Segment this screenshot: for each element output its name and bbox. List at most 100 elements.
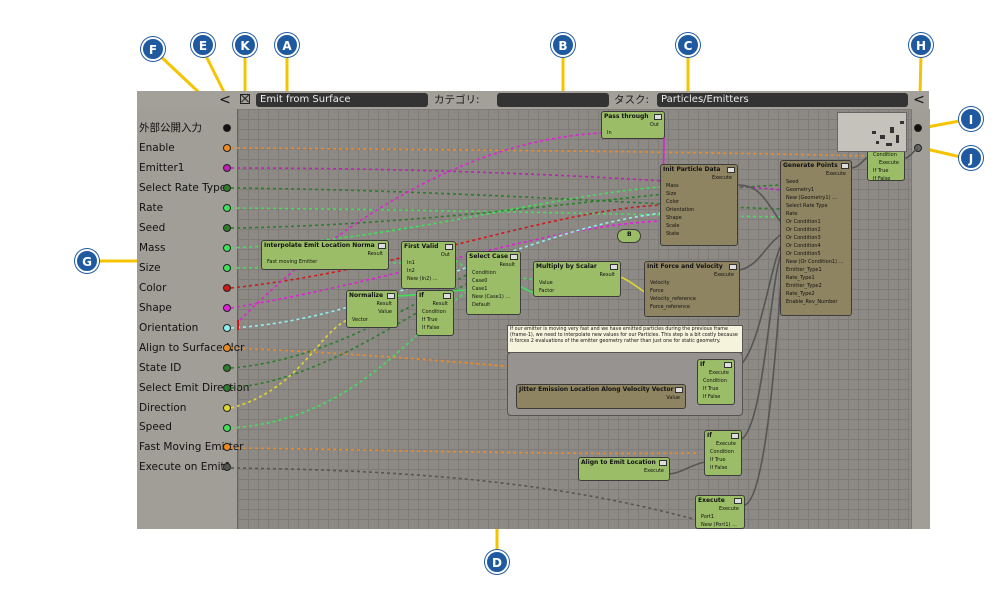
node-pin[interactable]: Execute	[714, 272, 734, 278]
node-interpolate-emit-location[interactable]: Interpolate Emit Location Norma Result F…	[261, 240, 389, 270]
node-pin[interactable]: Condition	[422, 309, 446, 315]
node-init-force-velocity[interactable]: Init Force and Velocity Execute Velocity…	[644, 261, 740, 317]
node-pin[interactable]: Case0	[472, 278, 488, 284]
node-pin[interactable]: Default	[472, 302, 491, 308]
node-pin[interactable]: Execute	[879, 160, 899, 166]
node-pin[interactable]: In2	[407, 268, 415, 274]
node-pin[interactable]: Emitter_Type2	[786, 283, 822, 289]
node-pin[interactable]: Mass	[666, 183, 679, 189]
category-field[interactable]	[497, 93, 609, 107]
node-pin[interactable]: Value	[666, 395, 680, 401]
navigation-minimap[interactable]	[837, 112, 907, 152]
node-pin[interactable]: Execute	[709, 370, 729, 376]
node-pin[interactable]: Out	[649, 122, 659, 128]
input-port-dot[interactable]	[223, 224, 231, 232]
node-pin[interactable]: Condition	[873, 152, 897, 158]
node-pin[interactable]: Fast moving Emitter	[267, 259, 318, 265]
node-menu-icon[interactable]	[659, 460, 667, 466]
node-pin[interactable]: Seed	[786, 179, 799, 185]
node-pin[interactable]: Execute	[716, 441, 736, 447]
node-pin[interactable]: If False	[422, 325, 440, 331]
node-pin[interactable]: If True	[710, 457, 726, 463]
node-menu-icon[interactable]	[729, 264, 737, 270]
compound-name-field[interactable]: Emit from Surface	[256, 93, 428, 107]
node-pin[interactable]: Velocity_reference	[650, 296, 696, 302]
node-normalize[interactable]: Normalize Result Value Vector	[346, 290, 398, 328]
input-port-dot[interactable]	[223, 384, 231, 392]
node-if-mid[interactable]: If Result Condition If True If False	[416, 290, 454, 336]
node-pin[interactable]: Or Condition1	[786, 219, 821, 225]
node-menu-icon[interactable]	[724, 362, 732, 368]
node-pass-through[interactable]: Pass through Out In	[601, 111, 665, 139]
input-port-dot[interactable]	[223, 443, 231, 451]
close-icon[interactable]	[240, 94, 250, 104]
input-port-dot[interactable]	[223, 204, 231, 212]
node-align-to-emit-location[interactable]: Align to Emit Location Execute	[578, 457, 670, 481]
node-pin[interactable]: Out	[440, 252, 450, 258]
node-pin[interactable]: Geometry1	[786, 187, 815, 193]
node-pin[interactable]: Or Condition4	[786, 243, 821, 249]
input-port-dot[interactable]	[223, 344, 231, 352]
node-pin[interactable]: Rate_Type2	[786, 291, 815, 297]
node-pin[interactable]: Execute	[644, 468, 664, 474]
node-pin[interactable]: Execute	[712, 175, 732, 181]
node-pin[interactable]: Result	[376, 301, 392, 307]
node-pin[interactable]: New (Port1) ...	[701, 522, 737, 528]
node-menu-icon[interactable]	[675, 387, 683, 393]
node-pin[interactable]: Orientation	[666, 207, 695, 213]
node-pin[interactable]: Factor	[539, 288, 555, 294]
node-if-group[interactable]: If Execute Condition If True If False	[697, 359, 735, 405]
node-menu-icon[interactable]	[654, 114, 662, 120]
node-pin[interactable]: Rate	[786, 211, 798, 217]
node-pin[interactable]: Result	[599, 272, 615, 278]
node-select-case[interactable]: Select Case Result Condition Case0 Case1…	[466, 251, 521, 315]
input-port-dot[interactable]	[223, 404, 231, 412]
node-if-align[interactable]: If Execute Condition If True If False	[704, 430, 742, 476]
node-menu-icon[interactable]	[731, 433, 739, 439]
node-pin[interactable]: State	[666, 231, 680, 237]
node-pin[interactable]: New (Geometry1) ...	[786, 195, 837, 201]
node-pin[interactable]: Port1	[701, 514, 715, 520]
node-pin[interactable]: Execute	[826, 171, 846, 177]
node-pin[interactable]: In1	[407, 260, 415, 266]
input-port-dot[interactable]	[223, 164, 231, 172]
output-port-dot[interactable]	[914, 124, 922, 132]
node-menu-icon[interactable]	[443, 293, 451, 299]
node-pin[interactable]: Value	[539, 280, 553, 286]
node-pin[interactable]: If False	[703, 394, 721, 400]
node-first-valid[interactable]: First Valid Out In1 In2 New (In2) ...	[401, 241, 456, 289]
node-pin[interactable]: Value	[378, 309, 392, 315]
collapse-right-icon[interactable]: <	[913, 92, 925, 108]
input-port-dot[interactable]	[223, 423, 231, 432]
node-pin[interactable]: Case1	[472, 286, 488, 292]
input-port-dot[interactable]	[223, 144, 231, 152]
node-pin[interactable]: Result	[367, 251, 383, 257]
node-pin[interactable]: Emitter_Type1	[786, 267, 822, 273]
node-pin[interactable]: If False	[873, 176, 891, 182]
node-menu-icon[interactable]	[387, 293, 395, 299]
input-port-dot[interactable]	[223, 284, 231, 292]
input-port-dot[interactable]	[223, 364, 231, 372]
node-init-particle-data[interactable]: Init Particle Data Execute Mass Size Col…	[660, 164, 738, 246]
node-pin[interactable]: Shape	[666, 215, 682, 221]
input-port-dot[interactable]	[223, 124, 231, 132]
node-pin[interactable]: If True	[422, 317, 438, 323]
input-port-dot[interactable]	[223, 462, 231, 471]
node-pin[interactable]: Color	[666, 199, 680, 205]
node-small-b[interactable]: B	[617, 229, 641, 243]
node-pin[interactable]: If False	[710, 465, 728, 471]
node-pin[interactable]: Vector	[352, 317, 368, 323]
node-pin[interactable]: Or Condition3	[786, 235, 821, 241]
node-pin[interactable]: Rate_Type1	[786, 275, 815, 281]
node-menu-icon[interactable]	[610, 264, 618, 270]
node-multiply-by-scalar[interactable]: Multiply by Scalar Result Value Factor	[533, 261, 621, 297]
node-pin[interactable]: Condition	[710, 449, 734, 455]
collapse-left-icon[interactable]: <	[219, 92, 231, 108]
node-menu-icon[interactable]	[734, 498, 742, 504]
node-menu-icon[interactable]	[727, 167, 735, 173]
input-port-dot[interactable]	[223, 184, 231, 192]
node-jitter-emission-location[interactable]: Jitter Emission Location Along Velocity …	[516, 384, 686, 409]
task-field[interactable]: Particles/Emitters	[657, 93, 908, 107]
node-pin[interactable]: Force	[650, 288, 664, 294]
node-pin[interactable]: New (In2) ...	[407, 276, 438, 282]
